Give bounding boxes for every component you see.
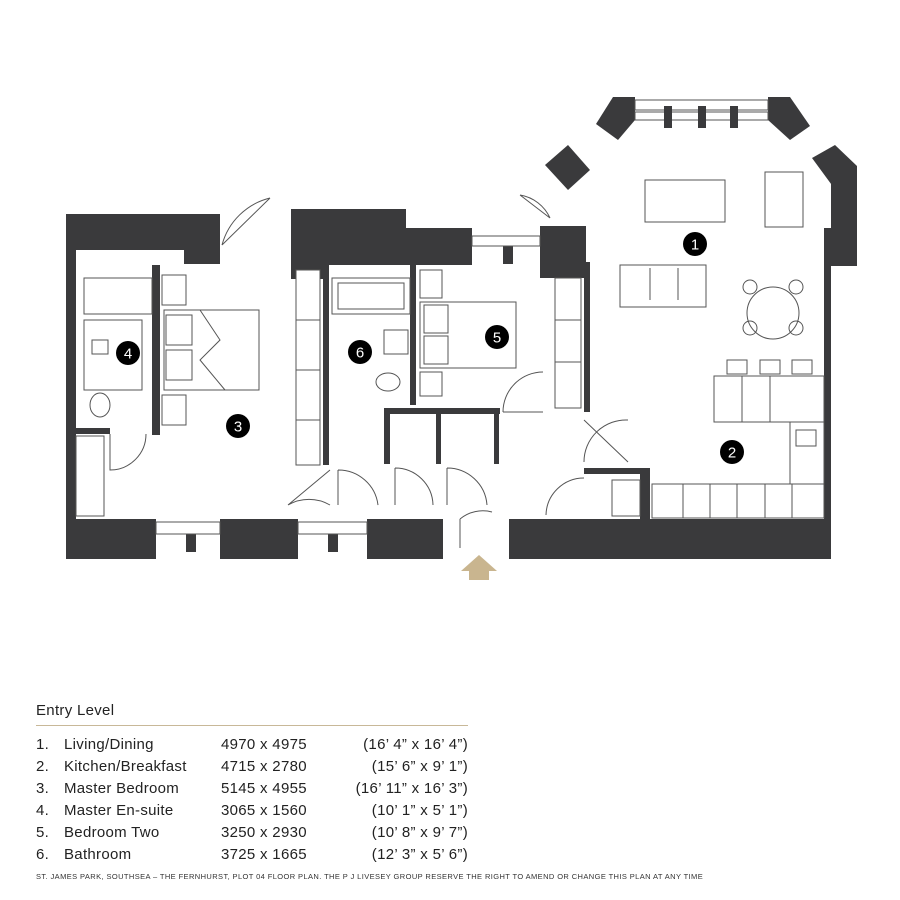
room-index: 5. <box>36 824 50 841</box>
room-row: 2. Kitchen/Breakfast 4715 x 2780 (15’ 6” x … <box>36 756 468 778</box>
room-marker-dot <box>226 414 250 438</box>
room-size-imperial: (16’ 4” x 16’ 4”) <box>363 736 468 753</box>
room-row: 4. Master En-suite 3065 x 1560 (10’ 1” x 5’… <box>36 800 468 822</box>
room-marker-dot <box>348 340 372 364</box>
room-marker-dot <box>720 440 744 464</box>
room-name: Bathroom <box>64 846 132 863</box>
room-name: Living/Dining <box>64 736 154 753</box>
doors <box>109 194 629 548</box>
level-title: Entry Level <box>36 702 468 726</box>
windows <box>155 99 769 535</box>
room-schedule: Entry Level 1. Living/Dining 4970 x 4975 (1… <box>36 702 468 866</box>
room-name: Bedroom Two <box>64 824 160 841</box>
room-name: Kitchen/Breakfast <box>64 758 187 775</box>
room-marker: 6 <box>348 340 372 364</box>
room-size-metric: 5145 x 4955 <box>221 780 307 797</box>
room-row: 1. Living/Dining 4970 x 4975 (16’ 4” x 16’ … <box>36 734 468 756</box>
disclaimer: ST. JAMES PARK, SOUTHSEA – THE FERNHURST… <box>36 872 704 881</box>
room-name: Master Bedroom <box>64 780 180 797</box>
room-row: 5. Bedroom Two 3250 x 2930 (10’ 8” x 9’ 7”) <box>36 822 468 844</box>
room-size-imperial: (10’ 8” x 9’ 7”) <box>371 824 468 841</box>
room-index: 3. <box>36 780 50 797</box>
up-arrow-icon <box>461 555 497 580</box>
room-index: 2. <box>36 758 50 775</box>
room-size-imperial: (16’ 11” x 16’ 3”) <box>355 780 468 797</box>
room-marker-number: 3 <box>234 419 242 436</box>
room-marker-number: 4 <box>124 346 132 363</box>
room-size-metric: 4715 x 2780 <box>221 758 307 775</box>
room-size-metric: 3065 x 1560 <box>221 802 307 819</box>
floor-plan: 1 2 3 4 5 6 <box>66 97 857 580</box>
room-size-imperial: (10’ 1” x 5’ 1”) <box>371 802 468 819</box>
room-size-metric: 3725 x 1665 <box>221 846 307 863</box>
room-marker-dot <box>683 232 707 256</box>
room-size-metric: 4970 x 4975 <box>221 736 307 753</box>
room-markers: 1 2 3 4 5 6 <box>116 232 744 464</box>
room-list: 1. Living/Dining 4970 x 4975 (16’ 4” x 16’ … <box>36 734 468 866</box>
room-index: 4. <box>36 802 50 819</box>
room-marker-dot <box>116 341 140 365</box>
room-marker-number: 2 <box>728 445 736 462</box>
room-marker-dot <box>485 325 509 349</box>
room-marker: 4 <box>116 341 140 365</box>
room-index: 6. <box>36 846 50 863</box>
room-size-imperial: (12’ 3” x 5’ 6”) <box>371 846 468 863</box>
room-name: Master En-suite <box>64 802 174 819</box>
room-index: 1. <box>36 736 50 753</box>
room-marker-number: 1 <box>691 237 699 254</box>
room-marker: 2 <box>720 440 744 464</box>
room-row: 6. Bathroom 3725 x 1665 (12’ 3” x 5’ 6”) <box>36 844 468 866</box>
room-marker-number: 5 <box>493 330 501 347</box>
room-marker-number: 6 <box>356 345 364 362</box>
room-size-imperial: (15’ 6” x 9’ 1”) <box>371 758 468 775</box>
room-marker: 3 <box>226 414 250 438</box>
room-marker: 5 <box>485 325 509 349</box>
room-row: 3. Master Bedroom 5145 x 4955 (16’ 11” x 16… <box>36 778 468 800</box>
walls <box>66 97 857 559</box>
room-marker: 1 <box>683 232 707 256</box>
room-size-metric: 3250 x 2930 <box>221 824 307 841</box>
